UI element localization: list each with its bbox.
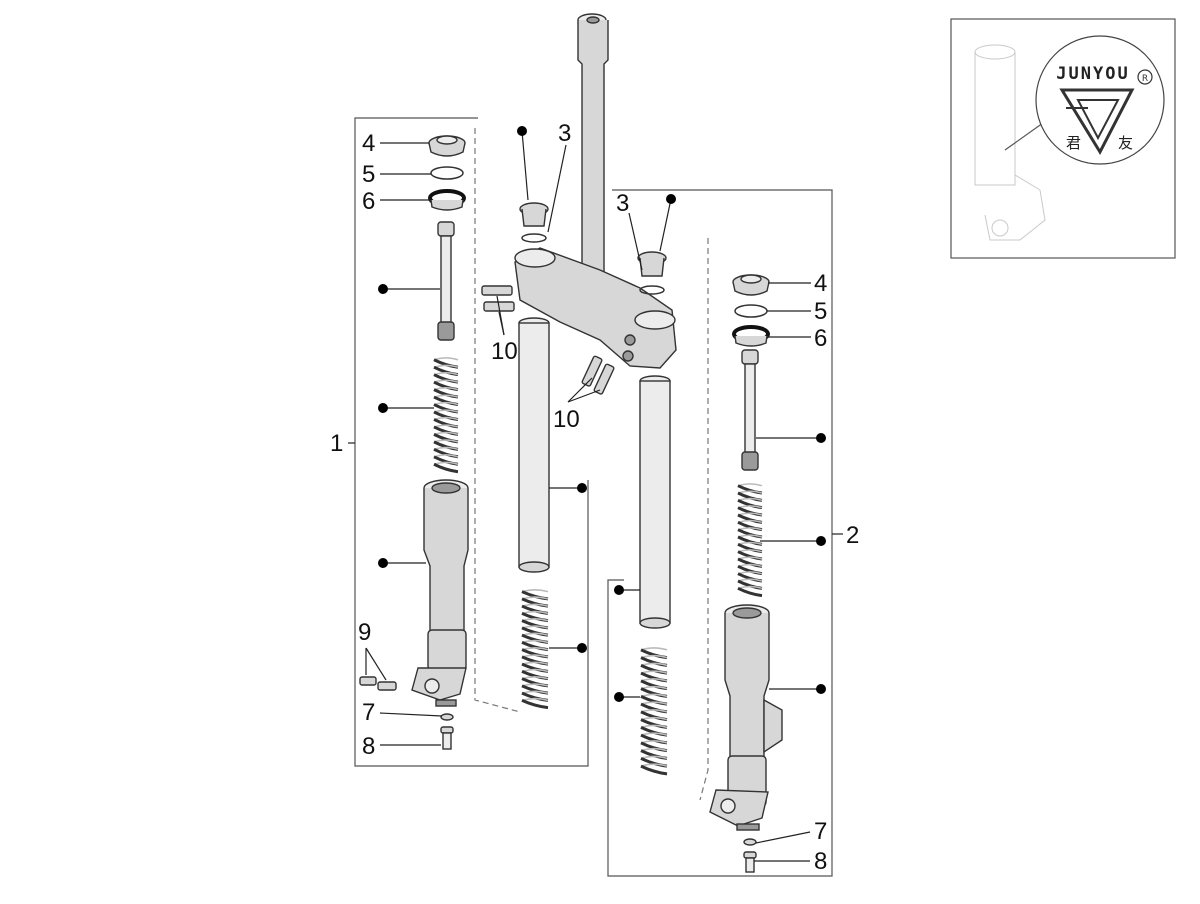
spring-center-left	[521, 589, 549, 710]
callout-labels: 1 2 3 3 4 4 5 5 6 6 7 7 8 8 9 10 10	[330, 120, 859, 875]
callout-4-right: 4	[814, 270, 827, 297]
right-fork-assembly	[607, 189, 833, 877]
steering-stem	[577, 13, 609, 291]
damper-rod-right	[741, 349, 759, 471]
stanchion-tube-right	[639, 375, 671, 629]
logo-char-2: 友	[1118, 134, 1133, 152]
spring-center-right	[640, 647, 668, 776]
callout-7-left: 7	[362, 699, 375, 726]
brand-inset: JUNYOU R 君 友	[950, 18, 1176, 259]
callout-1: 1	[330, 430, 343, 457]
logo-emblem	[1059, 88, 1135, 156]
logo-brand-text: JUNYOU	[1056, 64, 1129, 84]
drain-bolt-left	[440, 726, 454, 750]
callout-6-left: 6	[362, 188, 375, 215]
bolts-9	[359, 676, 397, 691]
dust-seal-left	[428, 135, 466, 157]
callout-3-left: 3	[558, 120, 571, 147]
callout-7-right: 7	[814, 818, 827, 845]
fork-cap-left	[519, 202, 549, 243]
drain-bolt-right	[743, 851, 757, 873]
oil-seal-right	[732, 325, 770, 347]
o-ring-right	[734, 304, 768, 318]
lower-leg-left	[411, 479, 469, 707]
leader-lines	[348, 130, 843, 862]
callout-10-bottom: 10	[553, 406, 580, 433]
logo-char-1: 君	[1066, 134, 1081, 152]
callout-6-right: 6	[814, 325, 827, 352]
damper-rod-left	[437, 221, 455, 341]
registered-text: R	[1142, 74, 1148, 84]
dust-seal-right	[732, 274, 770, 296]
spring-left	[433, 357, 459, 474]
clamp-bolts-bottom	[581, 355, 615, 395]
callout-5-left: 5	[362, 161, 375, 188]
triple-clamp	[514, 247, 677, 369]
callout-4-left: 4	[362, 130, 375, 157]
spring-right	[737, 483, 763, 598]
o-ring-left	[430, 166, 464, 180]
lower-leg-right	[709, 604, 783, 831]
washer-right	[743, 838, 757, 846]
callout-5-right: 5	[814, 298, 827, 325]
left-fork-assembly	[354, 117, 589, 767]
callout-8-right: 8	[814, 848, 827, 875]
washer-left	[440, 713, 454, 721]
inset-fork-sketch	[974, 44, 1046, 241]
fork-cap-right	[637, 251, 667, 295]
reference-dots	[378, 126, 826, 702]
registered-mark	[1137, 69, 1153, 85]
callout-10-top: 10	[491, 338, 518, 365]
stanchion-tube-left	[518, 317, 550, 573]
callout-8-left: 8	[362, 733, 375, 760]
oil-seal-left	[428, 189, 466, 211]
callout-2: 2	[846, 522, 859, 549]
callout-3-right: 3	[616, 190, 629, 217]
callout-9: 9	[358, 619, 371, 646]
